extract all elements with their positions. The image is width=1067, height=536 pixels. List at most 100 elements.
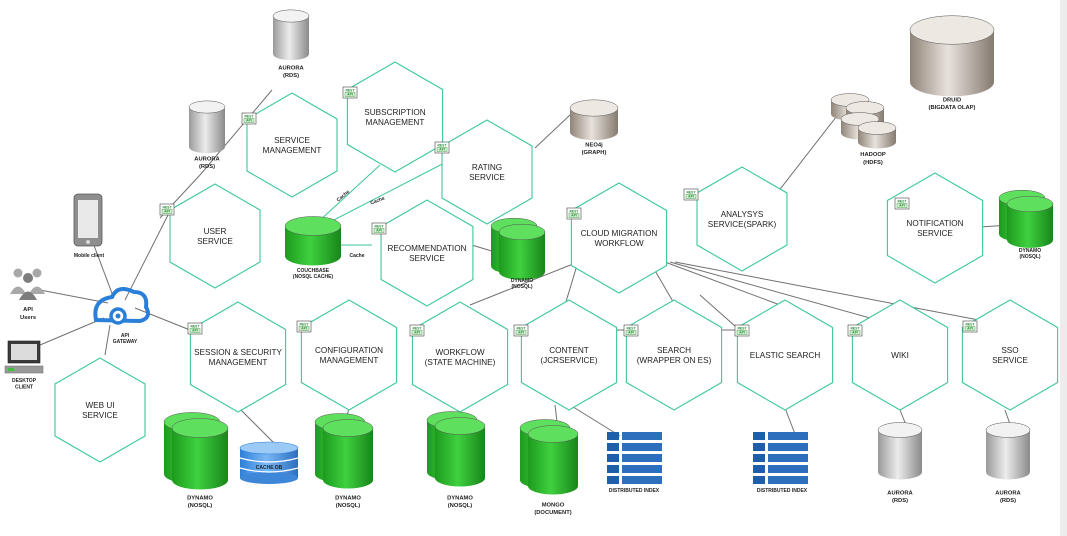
service-label-workflow: (STATE MACHINE) [425,358,496,367]
store-label-couchbase: (NOSQL CACHE) [293,274,334,280]
rest-api-badge-text: API [739,331,745,335]
rest-api-badge-text: REST [299,322,309,326]
service-label-notification: SERVICE [917,229,953,238]
hexagon-rating[interactable] [441,119,533,225]
rest-api-badge-text: API [439,148,445,152]
store-label-couchbase: COUCHBASE [297,268,330,274]
cache-link-label: Cache [370,196,386,207]
store-label-dynamo-session: (NOSQL) [188,503,213,509]
diagram-labels: USERSERVICESERVICEMANAGEMENTSUBSCRIPTION… [12,65,1041,516]
rest-api-badge-text: API [301,327,307,331]
store-label-mongo: (DOCUMENT) [534,510,571,516]
rest-api-badge-text: REST [850,326,860,330]
store-label-aurora-user: (RDS) [199,164,215,170]
store-label-aurora-sso: AURORA [995,490,1021,496]
hexagon-content[interactable] [520,299,618,411]
service-label-elastic: ELASTIC SEARCH [750,351,821,360]
database-icon [272,9,310,61]
api-gateway-label: API [121,333,130,339]
cache-link-label: Cache [349,253,364,259]
rest-api-badge-text: REST [345,88,355,92]
service-label-workflow: WORKFLOW [435,348,484,357]
rest-api-badge-text: API [688,195,694,199]
distributed-index-icon [753,432,808,484]
service-label-search: (WRAPPER ON ES) [637,356,712,365]
rest-api-badge-text: API [899,204,905,208]
api-gateway-cloud-icon [93,286,150,325]
rest-api-badge-text: REST [626,326,636,330]
store-label-aurora-top: AURORA [278,65,304,71]
service-label-notification: NOTIFICATION [906,219,963,228]
hexagon-configuration[interactable] [300,299,398,411]
rest-api-badges: RESTAPIRESTAPIRESTAPIRESTAPIRESTAPIRESTA… [159,86,978,337]
rest-api-badge-text: REST [412,326,422,330]
hexagon-session[interactable] [189,301,287,413]
service-label-wiki: WIKI [891,351,909,360]
hexagon-user[interactable] [169,183,261,289]
rest-api-badge-text: REST [686,190,696,194]
rest-api-badge-text: REST [162,205,172,209]
store-label-aurora-top: (RDS) [283,73,299,79]
users-icon [10,268,45,300]
service-label-sso: SERVICE [992,356,1028,365]
hexagon-sso[interactable] [961,299,1059,411]
database-icon [877,422,923,480]
hexagon-recommendation[interactable] [380,199,474,307]
hexagon-notification[interactable] [886,172,984,284]
rest-api-badge-text: API [192,329,198,333]
rest-api-badge-text: REST [374,224,384,228]
hexagon-subscription[interactable] [346,61,444,173]
database-icon [1006,195,1054,248]
database-icon [498,223,546,280]
window-edge-strip [1060,0,1067,536]
api-gateway-label: GATEWAY [113,339,138,345]
hexagon-service-mgmt[interactable] [246,92,338,198]
desktop-client-label: DESKTOP [12,378,37,384]
rest-api-badge-text: API [628,331,634,335]
store-label-dynamo-notif: DYNAMO [1019,248,1041,254]
service-label-search: SEARCH [657,346,691,355]
service-label-rating: SERVICE [469,173,505,182]
database-icon [284,216,342,266]
store-label-hadoop: HADOOP [860,152,886,158]
service-label-configuration: CONFIGURATION [315,346,383,355]
hexagon-analysys[interactable] [696,166,788,272]
service-label-content: (JCRSERVICE) [540,356,597,365]
store-label-dynamo-rec: (NOSQL) [511,284,532,290]
mobile-phone-icon [73,193,103,247]
database-icon [857,121,897,149]
service-label-sso: SSO [1001,346,1018,355]
rest-api-badge-text: REST [244,114,254,118]
rest-api-badge-text: API [852,331,858,335]
cache-db-icon [239,441,299,484]
service-label-recommendation: RECOMMENDATION [388,244,467,253]
hexagon-search[interactable] [625,299,723,411]
hexagon-cloud-migration[interactable] [570,182,668,294]
rest-api-badge-text: REST [437,143,447,147]
service-label-cloud-migration: WORKFLOW [594,239,643,248]
database-icon [434,417,486,487]
store-label-dynamo-notif: (NOSQL) [1019,254,1040,260]
rest-api-badge-text: API [571,214,577,218]
service-label-analysys: ANALYSYS [721,210,764,219]
hexagon-workflow[interactable] [411,301,509,413]
store-label-distributed-index: DISTRIBUTED INDEX [609,488,660,494]
rest-api-badge-text: API [414,331,420,335]
database-icon [188,100,226,154]
store-label-neo4j: (GRAPH) [582,150,607,156]
cache-link-label: Cache [336,189,352,203]
store-label-druid: (BIGDATA OLAP) [929,105,976,111]
database-icon [322,419,374,489]
hexagon-webui[interactable] [54,357,146,463]
service-label-content: CONTENT [549,346,589,355]
rest-api-badge-text: API [164,210,170,214]
service-label-session: SESSION & SECURITY [194,348,282,357]
